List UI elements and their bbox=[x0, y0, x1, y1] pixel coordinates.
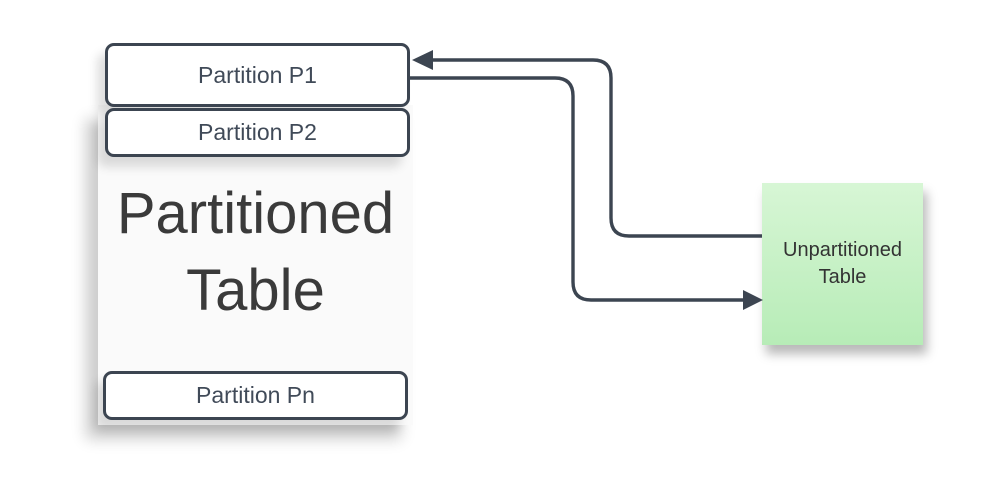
arrow-p1-to-unpartitioned-line bbox=[410, 76, 743, 302]
partition-p1-box: Partition P1 bbox=[105, 43, 410, 107]
partition-p2-label: Partition P2 bbox=[198, 119, 317, 145]
partition-p1-label: Partition P1 bbox=[198, 61, 317, 88]
arrow-unpartitioned-to-p1-line bbox=[433, 58, 762, 238]
unpartitioned-table-label: Unpartitioned Table bbox=[783, 239, 902, 288]
arrow-left-head-icon bbox=[412, 50, 433, 70]
partitioned-table-title: Partitioned Table bbox=[116, 181, 395, 323]
unpartitioned-table-shape: Unpartitioned Table bbox=[762, 183, 923, 345]
partition-p2-box: Partition P2 bbox=[105, 108, 410, 157]
arrow-right-head-icon bbox=[743, 290, 763, 310]
partition-pn-box: Partition Pn bbox=[103, 371, 408, 420]
partition-pn-label: Partition Pn bbox=[196, 382, 315, 408]
